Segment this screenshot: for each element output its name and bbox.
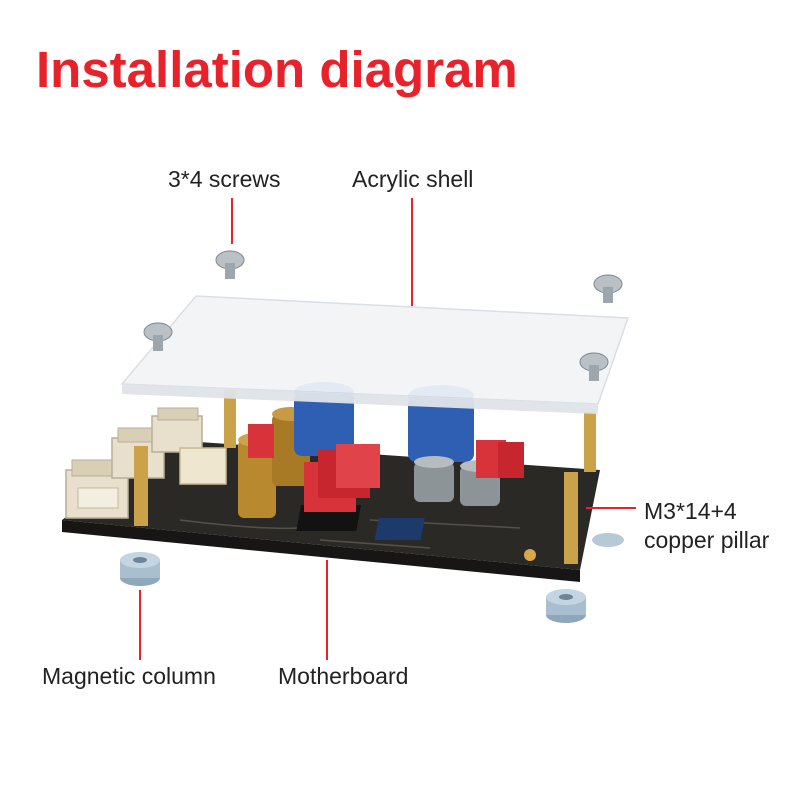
copper-pillar (564, 472, 578, 564)
blue-capacitor (408, 396, 474, 462)
leader-lines (139, 198, 636, 660)
pcb-test-point (524, 549, 536, 561)
diagram-title: Installation diagram (36, 41, 518, 98)
magnetic-column (592, 533, 624, 547)
magnetic-column-label: Magnetic column (42, 663, 216, 689)
small-capacitor (414, 462, 454, 502)
screw (143, 322, 173, 351)
screws (143, 250, 623, 381)
blue-capacitor (294, 392, 354, 456)
magnetic-column (120, 552, 160, 586)
gold-capacitor (238, 440, 276, 518)
film-capacitors (248, 424, 524, 512)
screw (215, 250, 245, 279)
bluetooth-module (374, 518, 425, 540)
pcb-edge (62, 520, 580, 582)
relay (179, 447, 227, 485)
magnetic-column (546, 589, 586, 623)
motherboard-label: Motherboard (278, 663, 409, 689)
copper-pillar-label: M3*14+4 copper pillar (644, 497, 769, 555)
acrylic-shell-label: Acrylic shell (352, 166, 474, 192)
magnetic-columns (120, 533, 624, 623)
copper-pillar (584, 412, 596, 472)
screw (579, 352, 609, 381)
screws-label: 3*4 screws (168, 166, 281, 192)
screw (593, 274, 623, 303)
copper-pillar (224, 390, 236, 448)
copper-pillar-label-line2: copper pillar (644, 527, 770, 553)
copper-pillars (134, 390, 596, 564)
acrylic-shell (120, 295, 630, 414)
copper-pillar-label-line1: M3*14+4 (644, 498, 737, 524)
copper-pillar (134, 446, 148, 526)
connectors (65, 407, 227, 519)
